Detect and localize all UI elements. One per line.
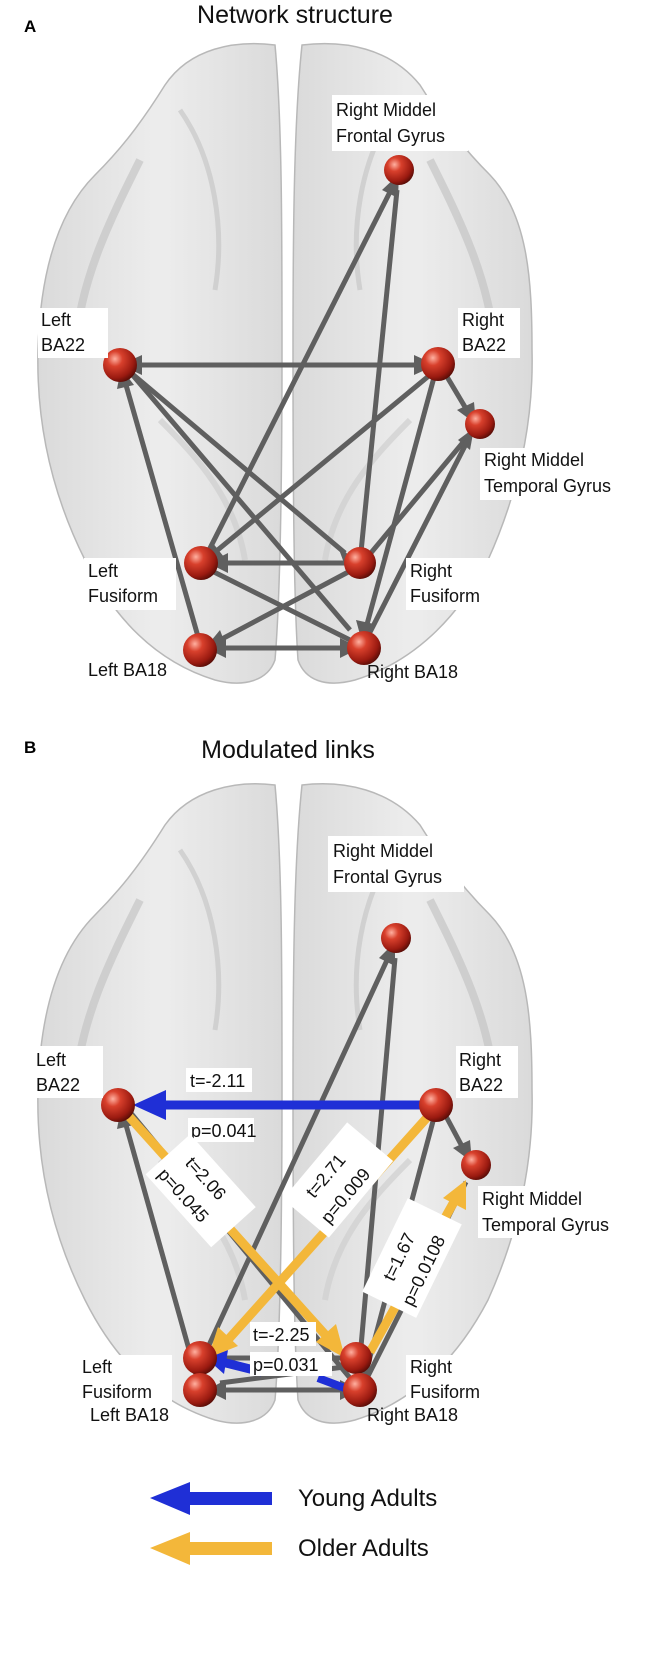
- label-left-fusiform: Left Fusiform: [88, 561, 158, 606]
- node-right-ba22: [419, 1088, 453, 1122]
- label-line: Right: [462, 310, 504, 330]
- label-line: Right: [459, 1050, 501, 1070]
- label-line: Frontal Gyrus: [333, 867, 442, 887]
- label-line: Left: [41, 310, 71, 330]
- label-line: BA22: [459, 1075, 503, 1095]
- network-nodes: [103, 155, 495, 667]
- label-line: BA22: [462, 335, 506, 355]
- label-line: Left: [82, 1357, 112, 1377]
- node-right-middle-temporal-gyrus: [465, 409, 495, 439]
- stat-t-value: t=-2.11: [190, 1071, 245, 1091]
- brain-fold: [177, 108, 222, 291]
- label-line: Fusiform: [88, 586, 158, 606]
- label-left-fusiform: Left Fusiform: [82, 1357, 152, 1402]
- label-line: Right Middel: [482, 1189, 582, 1209]
- label-line: Right: [410, 1357, 452, 1377]
- node-right-ba18: [343, 1373, 377, 1407]
- label-left-ba18: Left BA18: [88, 660, 167, 680]
- brain-fold: [322, 1157, 413, 1301]
- panel-letter: A: [24, 17, 36, 36]
- panel-title: Modulated links: [201, 736, 375, 764]
- node-labels: Right Middel Frontal Gyrus Left BA22 Rig…: [33, 836, 636, 1425]
- label-left-ba18: Left BA18: [90, 1405, 169, 1425]
- stat-rfus-lfus: t=-2.25 p=0.031: [250, 1322, 332, 1376]
- brain-fold: [157, 417, 248, 561]
- label-right-ba18: Right BA18: [367, 662, 458, 682]
- network-nodes: [101, 923, 491, 1407]
- legend-item-young-adults: Young Adults: [150, 1482, 437, 1515]
- node-right-fusiform: [344, 547, 376, 579]
- stat-t-value: t=-2.25: [253, 1325, 310, 1345]
- stat-lba22-rfus: t=2.06 p=0.045: [145, 1134, 256, 1248]
- stat-lba22-rba22: t=-2.11 p=0.041: [186, 1068, 257, 1142]
- legend-item-older-adults: Older Adults: [150, 1532, 429, 1565]
- label-line: Temporal Gyrus: [482, 1215, 609, 1235]
- stat-p-value: p=0.031: [253, 1355, 319, 1375]
- panel-a: A Network structure: [24, 1, 638, 684]
- stat-labels: t=-2.11 p=0.041 t=2.06 p=0.045 t=2.71 p=…: [145, 1068, 462, 1376]
- label-right-middle-temporal-gyrus: Right Middel Temporal Gyrus: [482, 1189, 609, 1235]
- brain-fold: [177, 848, 222, 1031]
- panel-title: Network structure: [197, 1, 393, 29]
- legend: Young Adults Older Adults: [150, 1482, 437, 1565]
- node-labels: Right Middel Frontal Gyrus Left BA22 Rig…: [38, 95, 638, 682]
- label-line: BA22: [36, 1075, 80, 1095]
- young-adults-arrow-swatch: [150, 1482, 272, 1515]
- label-line: Right Middel: [333, 841, 433, 861]
- link-rfus-rmfg: [357, 189, 400, 563]
- panel-letter: B: [24, 738, 36, 757]
- stat-p-value: p=0.041: [191, 1121, 257, 1141]
- label-right-fusiform: Right Fusiform: [410, 561, 480, 606]
- node-left-ba18: [183, 1373, 217, 1407]
- link-lfus-rba18: [208, 567, 352, 643]
- node-left-fusiform: [183, 1341, 217, 1375]
- label-line: Temporal Gyrus: [484, 476, 611, 496]
- older-adults-arrow-swatch: [150, 1532, 272, 1565]
- label-line: Fusiform: [82, 1382, 152, 1402]
- label-line: Left: [88, 561, 118, 581]
- node-right-ba22: [421, 347, 455, 381]
- label-line: Fusiform: [410, 586, 480, 606]
- label-line: Frontal Gyrus: [336, 126, 445, 146]
- label-right-middle-temporal-gyrus: Right Middel Temporal Gyrus: [484, 450, 611, 496]
- label-left-ba22: Left BA22: [41, 310, 85, 355]
- label-right-fusiform: Right Fusiform: [410, 1357, 480, 1402]
- panel-b: B Modulated links: [24, 736, 636, 1425]
- modulated-link-lba22-rba22: [133, 1090, 420, 1120]
- label-right-middle-frontal-gyrus: Right Middel Frontal Gyrus: [333, 841, 442, 887]
- legend-label: Older Adults: [298, 1535, 429, 1562]
- link-rba18-rmtg: [363, 438, 471, 642]
- label-right-ba22: Right BA22: [462, 310, 509, 355]
- node-right-fusiform: [340, 1342, 372, 1374]
- label-line: Right Middel: [336, 100, 436, 120]
- label-line: BA22: [41, 335, 85, 355]
- label-line: Fusiform: [410, 1382, 480, 1402]
- node-left-ba18: [183, 633, 217, 667]
- node-right-middle-frontal-gyrus: [381, 923, 411, 953]
- node-right-ba18: [347, 631, 381, 665]
- label-right-ba18: Right BA18: [367, 1405, 458, 1425]
- label-left-ba22: Left BA22: [36, 1050, 80, 1095]
- label-line: Left: [36, 1050, 66, 1070]
- node-left-fusiform: [184, 546, 218, 580]
- node-left-ba22: [101, 1088, 135, 1122]
- brain-outline: [37, 42, 533, 684]
- legend-label: Young Adults: [298, 1485, 437, 1512]
- label-right-middle-frontal-gyrus: Right Middel Frontal Gyrus: [336, 100, 445, 146]
- label-right-ba22: Right BA22: [459, 1050, 506, 1095]
- node-left-ba22: [103, 348, 137, 382]
- node-right-middle-temporal-gyrus: [461, 1150, 491, 1180]
- label-line: Right Middel: [484, 450, 584, 470]
- label-line: Right: [410, 561, 452, 581]
- link-lba22-rba18: [128, 370, 352, 632]
- node-right-middle-frontal-gyrus: [384, 155, 414, 185]
